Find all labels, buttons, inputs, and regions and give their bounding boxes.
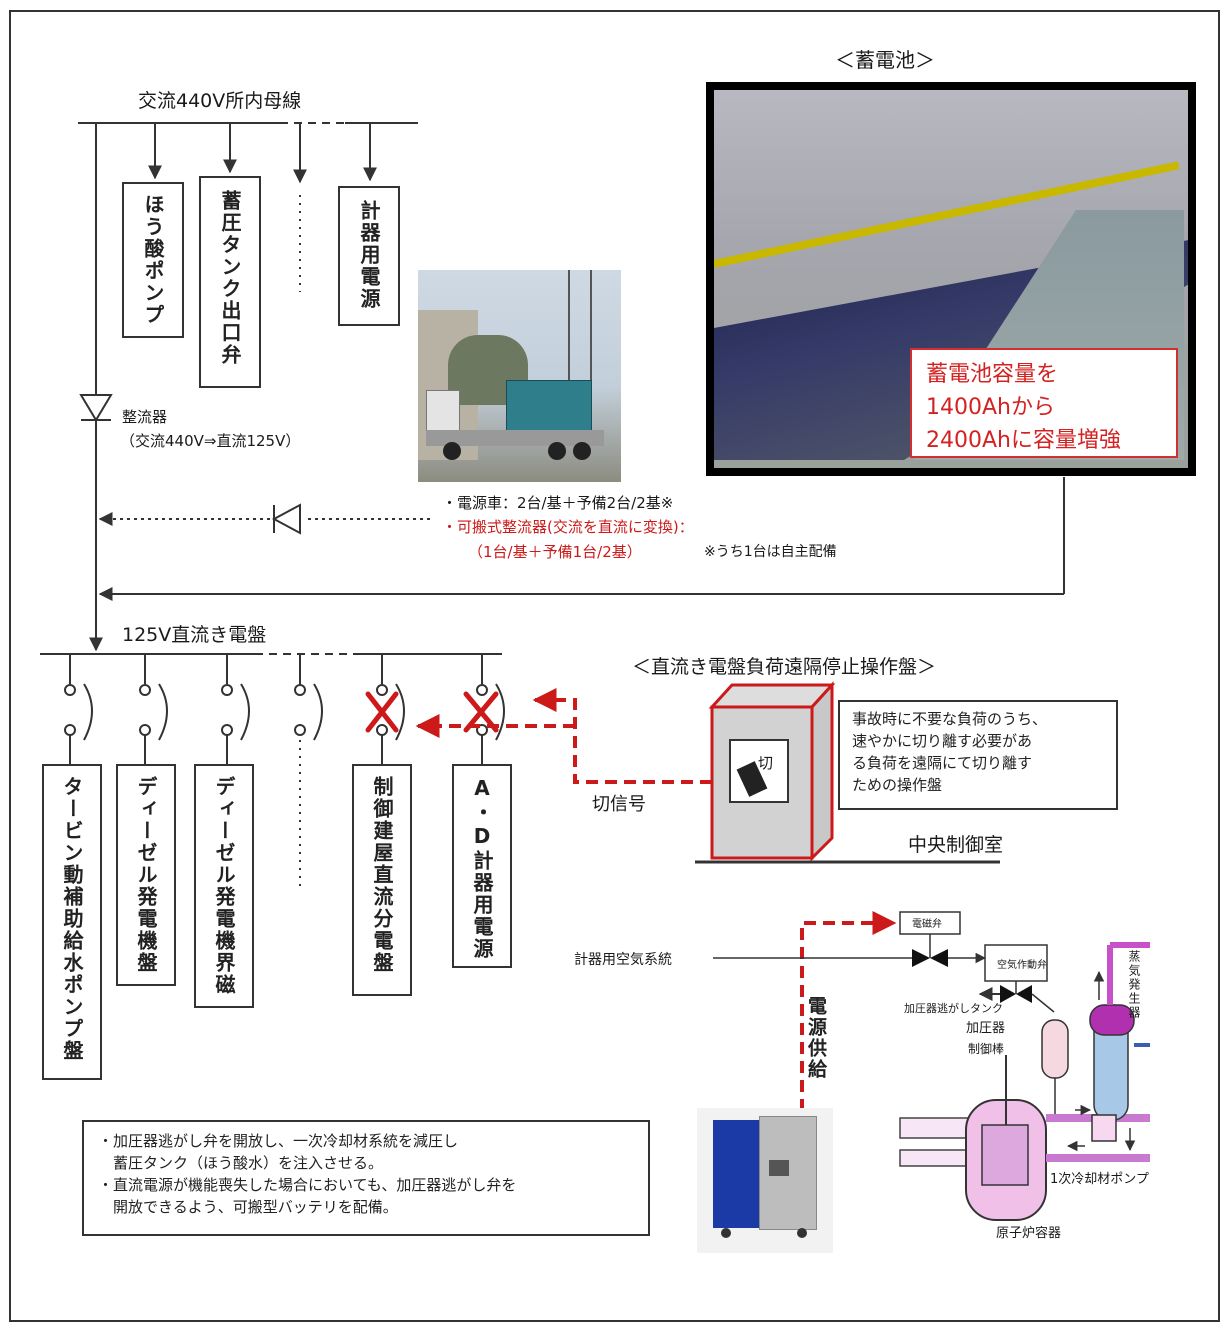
trip-signal-label: 切信号 xyxy=(592,794,646,815)
power-supply-label: 電源供給 xyxy=(805,996,827,1080)
ac-bus-title: 交流440V所内母線 xyxy=(138,90,302,112)
remote-panel-title: ＜直流き電盤負荷遠隔停止操作盤＞ xyxy=(632,656,937,678)
dc-bus-title: 125V直流き電盤 xyxy=(122,624,267,646)
air-op-valve-label: 空気作動弁 xyxy=(997,960,1047,971)
diagram-frame xyxy=(9,10,1220,1322)
load-diesel-gen-panel: ディーゼル発電機盤 xyxy=(116,764,176,986)
pressurizer xyxy=(1041,1019,1069,1079)
load-turbine-aux-feedwater-panel: タービン動補助給水ポンプ盤 xyxy=(42,764,102,1080)
mobile-note-3: （1台/基＋予備1台/2基） xyxy=(468,543,642,561)
battery-note-3: 2400Ahに容量増強 xyxy=(926,428,1121,453)
load-ad-instrument-power: A・D計器用電源 xyxy=(452,764,512,968)
bottom-note: ・加圧器逃がし弁を開放し、一次冷却材系統を減圧し 蓄圧タンク（ほう酸水）を注入さ… xyxy=(82,1120,650,1236)
mobile-note-3b: ※うち1台は自主配備 xyxy=(704,544,837,560)
battery-photo: 蓄電池容量を 1400Ahから 2400Ahに容量増強 xyxy=(706,82,1196,476)
control-rod-label: 制御棒 xyxy=(968,1042,1005,1056)
rectifier-spec: （交流440V⇒直流125V） xyxy=(120,432,301,450)
mobile-rectifier-symbol xyxy=(271,503,301,535)
load-diesel-gen-excitation: ディーゼル発電機界磁 xyxy=(194,764,254,1008)
rectifier-symbol xyxy=(79,394,113,422)
mobile-note-1: ・電源車：2台/基＋予備2台/2基※ xyxy=(442,494,674,512)
central-control-room-label: 中央制御室 xyxy=(908,834,1004,856)
instrument-air-label: 計器用空気系統 xyxy=(574,952,672,968)
load-accumulator-outlet-valve: 蓄圧タンク出口弁 xyxy=(199,176,261,388)
battery-title: ＜蓄電池＞ xyxy=(835,48,935,72)
steam-generator-label: 蒸気発生器 xyxy=(1127,950,1141,1020)
switch-label: 切 xyxy=(758,754,774,772)
battery-note-2: 1400Ahから xyxy=(926,395,1055,420)
mobile-note-2: ・可搬式整流器(交流を直流に変換)： xyxy=(442,518,694,536)
rectifier-label: 整流器 xyxy=(122,408,168,426)
remote-panel-description: 事故時に不要な負荷のうち、 速やかに切り離す必要があ る負荷を遠隔にて切り離す … xyxy=(838,700,1118,810)
pressurizer-label: 加圧器 xyxy=(966,1021,1006,1036)
load-control-bldg-dc-panel: 制御建屋直流分電盤 xyxy=(352,764,412,996)
coolant-pump-label: 1次冷却材ポンプ xyxy=(1050,1172,1149,1187)
load-boric-acid-pump: ほう酸ポンプ xyxy=(122,182,184,338)
relief-tank-label: 加圧器逃がしタンク xyxy=(904,1002,1003,1015)
power-truck-photo xyxy=(418,270,621,482)
load-instrument-power-ac: 計器用電源 xyxy=(338,186,400,326)
portable-battery-photo xyxy=(697,1108,833,1253)
battery-note-1: 蓄電池容量を xyxy=(926,362,1059,387)
solenoid-label: 電磁弁 xyxy=(912,919,942,930)
reactor-vessel-label: 原子炉容器 xyxy=(996,1226,1062,1241)
